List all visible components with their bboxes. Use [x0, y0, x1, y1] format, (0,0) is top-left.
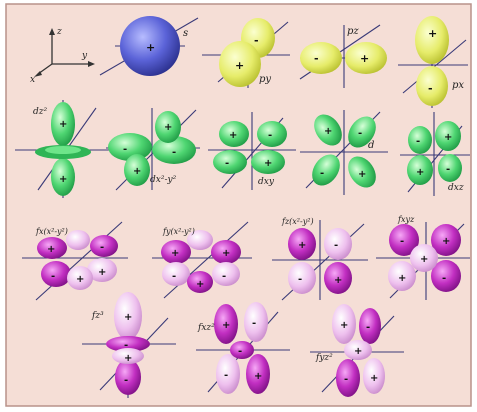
x-axis-label: x [30, 75, 35, 85]
label-f7: fyz² [315, 353, 333, 363]
y-axis-label: y [81, 51, 88, 61]
sign-minus: - [314, 52, 319, 65]
sign-plus: + [222, 320, 230, 331]
label-s: s [183, 28, 188, 39]
label-f1: fx(x²-y²) [35, 227, 68, 236]
sign-minus: - [446, 164, 450, 175]
sign-minus: - [334, 240, 338, 251]
label-py: py [259, 74, 271, 85]
label-dxz: dxz [448, 183, 464, 193]
sign-minus: - [442, 273, 446, 284]
label-d: d [368, 140, 374, 151]
label-f5: fz³ [91, 311, 104, 321]
sign-plus: + [164, 122, 172, 133]
sign-plus: + [47, 244, 55, 255]
sign-minus: - [366, 322, 370, 333]
sign-plus: + [398, 273, 406, 284]
sign-minus: - [124, 340, 128, 351]
sign-minus: - [298, 274, 302, 285]
sign-plus: + [444, 132, 452, 143]
sign-plus: + [235, 59, 244, 72]
sign-minus: - [224, 370, 228, 381]
sign-plus: + [124, 312, 132, 323]
sign-plus: + [360, 52, 369, 65]
sign-plus: + [229, 130, 237, 141]
sign-plus: + [442, 236, 450, 247]
sign-plus: + [59, 119, 67, 130]
sign-minus: - [268, 130, 272, 141]
sign-minus: - [428, 82, 433, 95]
label-dx2y2: dx²-y² [150, 175, 177, 185]
sign-minus: - [225, 158, 229, 169]
sign-plus: + [428, 27, 437, 40]
sign-plus: + [254, 371, 262, 382]
sign-plus: + [124, 353, 132, 364]
z-axis-label: z [56, 27, 62, 37]
label-pz: pz [347, 26, 359, 37]
sign-minus: - [172, 271, 176, 282]
sign-minus: - [172, 147, 176, 158]
sign-minus: - [358, 128, 362, 139]
sign-minus: - [123, 144, 127, 155]
sign-plus: + [354, 346, 362, 357]
label-f6: fxz² [197, 323, 215, 333]
sign-plus: + [264, 158, 272, 169]
label-px: px [452, 80, 464, 91]
sign-plus: + [358, 169, 366, 180]
sign-plus: + [196, 279, 204, 290]
sign-plus: + [420, 254, 428, 265]
label-dxy: dxy [258, 177, 275, 187]
sign-plus: + [76, 274, 84, 285]
label-dz2: dz² [33, 107, 48, 117]
sign-minus: - [124, 375, 128, 386]
sign-plus: + [59, 174, 67, 185]
sign-minus: - [100, 242, 104, 253]
sign-minus: - [254, 34, 259, 47]
sign-minus: - [238, 346, 242, 357]
sign-plus: + [416, 167, 424, 178]
sign-plus: + [133, 166, 141, 177]
sign-minus: - [252, 318, 256, 329]
sign-minus: - [416, 136, 420, 147]
sign-minus: - [320, 168, 324, 179]
sign-minus: - [344, 374, 348, 385]
sign-plus: + [171, 248, 179, 259]
sign-minus: - [222, 271, 226, 282]
label-f3: fz(x²-y²) [281, 217, 314, 226]
sign-plus: + [222, 248, 230, 259]
sign-plus: + [98, 267, 106, 278]
label-f4: fxyz [397, 215, 415, 224]
sign-plus: + [340, 320, 348, 331]
sign-plus: + [324, 126, 332, 137]
sign-plus: + [334, 275, 342, 286]
sign-minus: - [51, 271, 55, 282]
sign-plus: + [298, 240, 306, 251]
sign-plus: + [146, 41, 155, 54]
sign-plus: + [370, 373, 378, 384]
sign-minus: - [400, 236, 404, 247]
label-f2: fy(x²-y²) [162, 227, 195, 236]
